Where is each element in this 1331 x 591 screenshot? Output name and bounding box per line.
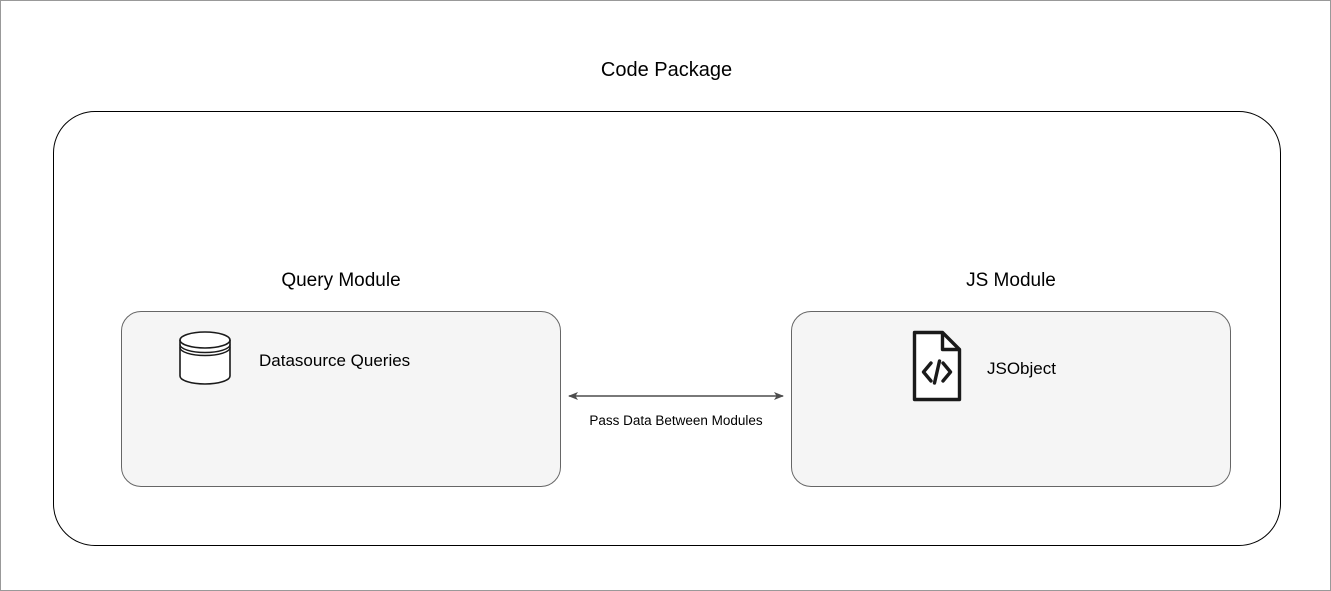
code-file-icon xyxy=(911,329,963,408)
code-package-container xyxy=(53,111,1281,546)
connector-pass-data xyxy=(559,379,793,415)
module-item-label-jsobject: JSObject xyxy=(987,358,1056,378)
module-query-title: Query Module xyxy=(281,270,401,291)
page-title: Code Package xyxy=(600,59,733,81)
module-query[interactable]: Query Module Datasource Queries xyxy=(121,269,561,487)
module-js-title: JS Module xyxy=(966,270,1056,291)
module-item-label-datasource-queries: Datasource Queries xyxy=(259,350,411,370)
module-js[interactable]: JS Module JSObject xyxy=(791,269,1231,487)
module-js-box xyxy=(791,311,1231,487)
module-item-jsobject[interactable]: JSObject xyxy=(911,329,1056,408)
module-item-datasource-queries[interactable]: Datasource Queries xyxy=(177,329,410,392)
connector-label: Pass Data Between Modules xyxy=(589,413,763,428)
database-cylinder-icon xyxy=(177,329,233,392)
